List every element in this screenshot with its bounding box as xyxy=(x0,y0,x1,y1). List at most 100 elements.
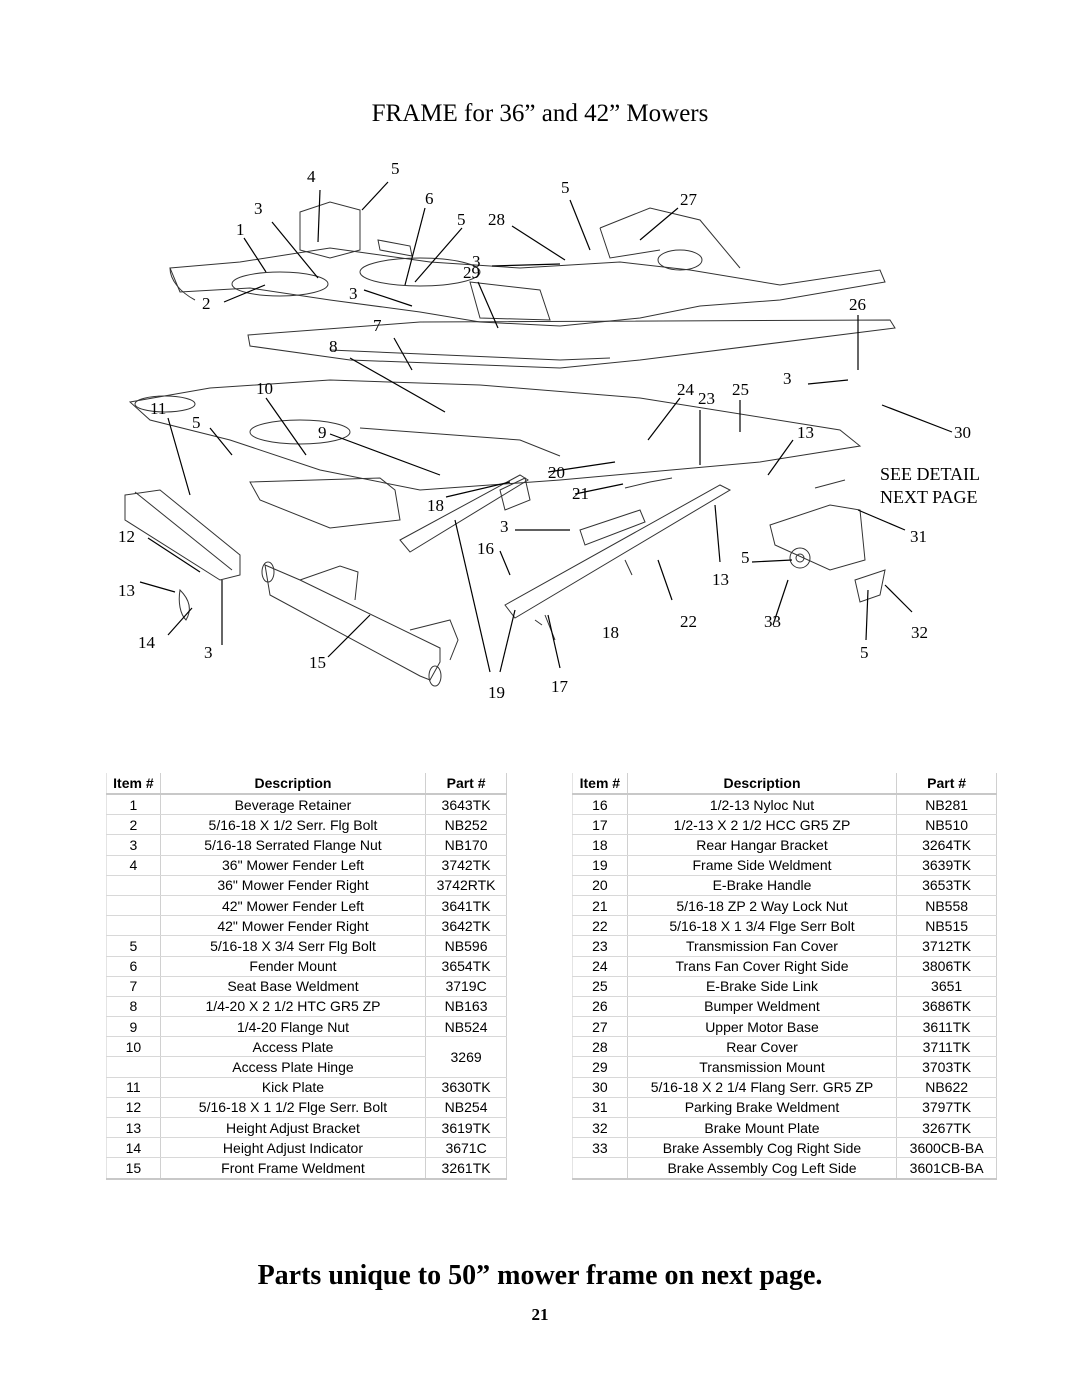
part-description: 42" Mower Fender Right xyxy=(160,915,426,937)
part-number: 3742TK xyxy=(425,855,507,876)
callout-label: 14 xyxy=(138,633,156,652)
part-number: 3654TK xyxy=(425,956,507,977)
part-column-header: Part # xyxy=(896,773,997,795)
part-number: 3642TK xyxy=(425,915,507,937)
item-number: 16 xyxy=(572,794,628,816)
item-number: 9 xyxy=(106,1016,161,1038)
item-number: 30 xyxy=(572,1077,628,1098)
part-description: Parking Brake Weldment xyxy=(627,1097,897,1119)
item-number: 17 xyxy=(572,814,628,836)
part-description: Rear Cover xyxy=(627,1036,897,1058)
callout-label: 23 xyxy=(698,389,715,408)
part-description: 5/16-18 X 1/2 Serr. Flg Bolt xyxy=(160,814,426,836)
callout-label: 13 xyxy=(118,581,135,600)
part-description: Fender Mount xyxy=(160,956,426,977)
part-number: 3261TK xyxy=(425,1157,507,1180)
table-row: Access Plate Hinge xyxy=(106,1056,507,1078)
callout-label: 3 xyxy=(254,199,263,218)
item-number: 13 xyxy=(106,1117,161,1139)
callout-label: 17 xyxy=(551,677,569,696)
callout-label: 33 xyxy=(764,612,781,631)
item-number: 23 xyxy=(572,935,628,957)
part-number: 3797TK xyxy=(896,1097,997,1119)
callout-label: 9 xyxy=(318,423,327,442)
item-number: 1 xyxy=(106,794,161,816)
part-number: 3712TK xyxy=(896,935,997,957)
part-description: 5/16-18 Serrated Flange Nut xyxy=(160,834,426,856)
part-number: 3600CB-BA xyxy=(896,1137,997,1159)
callout-label: 5 xyxy=(391,159,400,178)
part-description: 5/16-18 X 1 1/2 Flge Serr. Bolt xyxy=(160,1097,426,1119)
callout-label: 13 xyxy=(712,570,729,589)
part-description: Access Plate Hinge xyxy=(160,1056,426,1078)
item-number: 21 xyxy=(572,895,628,917)
callout-label: 10 xyxy=(256,379,273,398)
part-description: Beverage Retainer xyxy=(160,794,426,816)
item-number: 11 xyxy=(106,1077,161,1098)
part-number: 3611TK xyxy=(896,1016,997,1038)
item-number: 12 xyxy=(106,1097,161,1119)
item-column-header: Item # xyxy=(572,773,628,795)
part-number: 3711TK xyxy=(896,1036,997,1058)
part-description: 5/16-18 X 3/4 Serr Flg Bolt xyxy=(160,935,426,957)
table-header-row: Item # Description Part # xyxy=(572,773,997,795)
part-number: 3267TK xyxy=(896,1117,997,1139)
part-number: 3639TK xyxy=(896,855,997,876)
item-number: 29 xyxy=(572,1056,628,1078)
item-number: 3 xyxy=(106,834,161,856)
part-number: 3630TK xyxy=(425,1077,507,1098)
part-description: Brake Mount Plate xyxy=(627,1117,897,1139)
callout-label: 5 xyxy=(860,643,869,662)
callout-label: 8 xyxy=(329,337,338,356)
page-title: FRAME for 36” and 42” Mowers xyxy=(371,100,709,127)
part-number: 3703TK xyxy=(896,1056,997,1078)
item-number: 27 xyxy=(572,1016,628,1038)
description-column-header: Description xyxy=(160,773,426,795)
part-number: NB510 xyxy=(896,814,997,836)
part-column-header: Part # xyxy=(425,773,507,795)
exploded-frame-diagram: 4 5 3 6 5 27 1 5 28 3 29 2 3 26 7 8 3 10… xyxy=(118,159,980,702)
description-column-header: Description xyxy=(627,773,897,795)
part-description: Height Adjust Indicator xyxy=(160,1137,426,1159)
item-column-header: Item # xyxy=(106,773,161,795)
callout-label: 15 xyxy=(309,653,326,672)
callout-label: 28 xyxy=(488,210,505,229)
callout-label: 12 xyxy=(118,527,135,546)
frame-parts-drawing xyxy=(124,201,896,687)
part-number: 3641TK xyxy=(425,895,507,917)
part-description: Seat Base Weldment xyxy=(160,976,426,997)
callout-numbers: 4 5 3 6 5 27 1 5 28 3 29 2 3 26 7 8 3 10… xyxy=(118,159,971,702)
part-description: Bumper Weldment xyxy=(627,996,897,1018)
item-number: 31 xyxy=(572,1097,628,1119)
callout-label: 1 xyxy=(236,220,245,239)
callout-label: 21 xyxy=(572,484,589,503)
part-number: 3269 xyxy=(425,1036,507,1078)
callout-label: 5 xyxy=(741,548,750,567)
part-description: 1/2-13 Nyloc Nut xyxy=(627,794,897,816)
item-number: 14 xyxy=(106,1137,161,1159)
callout-label: 5 xyxy=(192,413,201,432)
part-number: 3719C xyxy=(425,976,507,997)
item-number: 28 xyxy=(572,1036,628,1058)
callout-label: 5 xyxy=(457,210,466,229)
part-number: 3601CB-BA xyxy=(896,1157,997,1180)
item-number: 15 xyxy=(106,1157,161,1180)
callout-label: 3 xyxy=(500,517,509,536)
part-number: 3264TK xyxy=(896,834,997,856)
item-number: 20 xyxy=(572,875,628,896)
part-description: 1/2-13 X 2 1/2 HCC GR5 ZP xyxy=(627,814,897,836)
item-number: 2 xyxy=(106,814,161,836)
